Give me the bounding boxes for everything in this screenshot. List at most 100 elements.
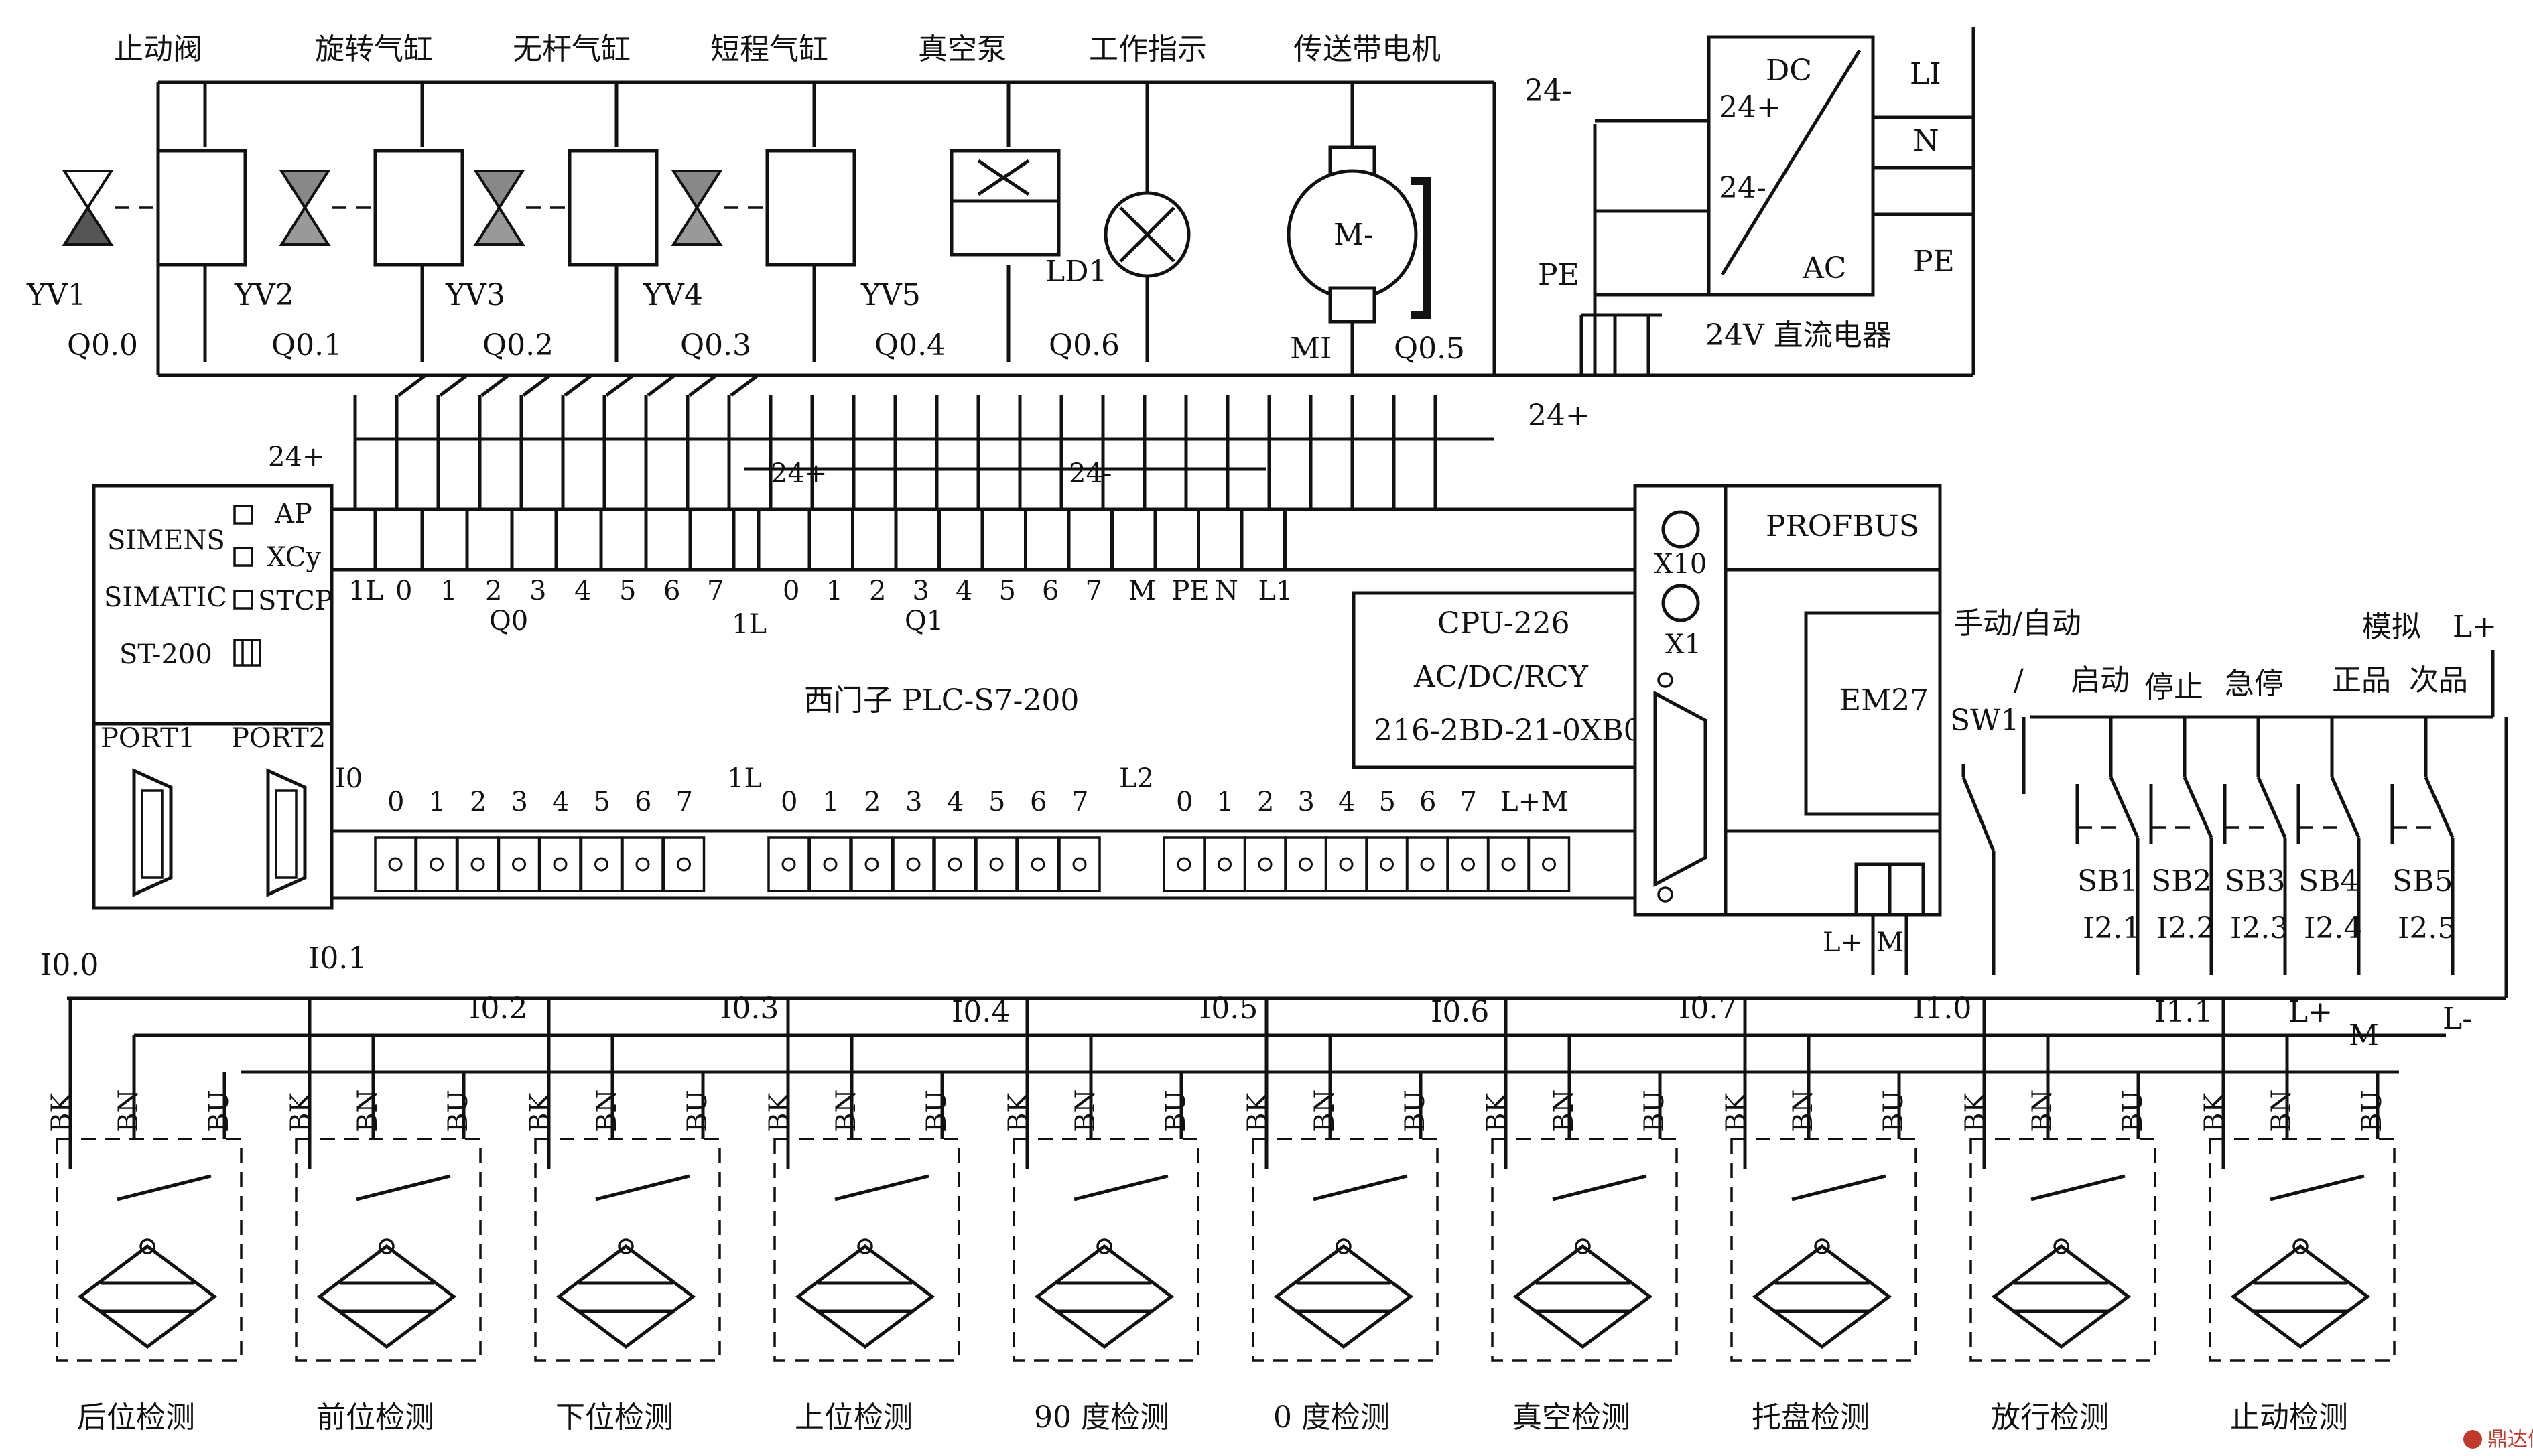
em-label: EM27: [1839, 683, 1929, 718]
i0-6-screw-terminal[interactable]: [621, 836, 664, 892]
profibus-dsub-icon[interactable]: [1653, 690, 1707, 888]
actuator-title-1: 旋转气缸: [315, 32, 433, 66]
actuator-tag-2: YV3: [445, 278, 505, 312]
i2-9-screw-terminal[interactable]: [1527, 836, 1571, 892]
sw1-toggle-icon[interactable]: [1961, 717, 2026, 975]
bot-term-a-6: 6: [635, 787, 651, 817]
pushbutton-sb3-icon[interactable]: [2223, 717, 2287, 975]
i2-3-screw-terminal[interactable]: [1284, 836, 1327, 892]
sb-tag-2: SB3: [2225, 864, 2285, 899]
bus-24n-mid: 24-: [1069, 458, 1112, 489]
i0-0-screw-terminal[interactable]: [374, 836, 417, 892]
wire-color-4-0: BK: [1003, 1092, 1034, 1132]
bot-term-a-7: 7: [676, 787, 693, 817]
actuator-output-3: Q0.3: [680, 328, 751, 362]
bot-l2-label: L2: [1119, 763, 1154, 794]
bot-term-b-5: 5: [988, 787, 1005, 817]
actuator-output-6: Q0.5: [1394, 332, 1465, 366]
sensor-label-7: 托盘检测: [1752, 1400, 1870, 1435]
sb-input-3: I2.4: [2304, 911, 2362, 945]
i2-7-screw-terminal[interactable]: [1446, 836, 1490, 892]
ps-24p-label: 24+: [1719, 90, 1781, 125]
i0-7-screw-terminal[interactable]: [662, 836, 706, 892]
bot-term-a-1: 1: [429, 787, 446, 817]
bus-24p-mid: 24+: [771, 458, 827, 489]
wire-color-9-1: BN: [2266, 1089, 2297, 1132]
proximity-sensor-6: [1491, 996, 1678, 1362]
i0-1-screw-terminal[interactable]: [415, 836, 458, 892]
wire-color-2-1: BN: [592, 1089, 623, 1132]
sensor-label-9: 止动检测: [2230, 1400, 2348, 1435]
ps-line-l: LI: [1910, 57, 1941, 91]
i1-6-screw-terminal[interactable]: [1017, 836, 1059, 892]
ps-ac-label: AC: [1802, 251, 1846, 285]
wire-color-1-0: BK: [285, 1092, 316, 1132]
i2-4-screw-terminal[interactable]: [1325, 836, 1368, 892]
i2-1-screw-terminal[interactable]: [1203, 836, 1246, 892]
sb-input-2: I2.3: [2230, 911, 2288, 945]
port2-label: PORT2: [231, 723, 326, 754]
top-term-a-3: 2: [485, 576, 502, 606]
bot-term-c-7: 7: [1460, 787, 1477, 817]
pushbutton-sb1-icon[interactable]: [2075, 717, 2140, 975]
i0-4-screw-terminal[interactable]: [539, 836, 582, 892]
sensor-label-6: 真空检测: [1512, 1400, 1630, 1435]
top-term-b-10: PE: [1172, 576, 1210, 606]
plc-model: 西门子 PLC-S7-200: [804, 683, 1079, 718]
proximity-sensor-3: [773, 996, 960, 1362]
sensor-label-3: 上位检测: [795, 1400, 913, 1435]
input-label-0: I0.0: [40, 948, 99, 982]
input-label-7: I0.7: [1679, 992, 1737, 1026]
i1-5-screw-terminal[interactable]: [975, 836, 1018, 892]
sb-tag-3: SB4: [2298, 864, 2359, 899]
i2-2-screw-terminal[interactable]: [1244, 836, 1287, 892]
i1-7-screw-terminal[interactable]: [1058, 836, 1101, 892]
lplus-label: L+: [2453, 610, 2497, 644]
i1-2-screw-terminal[interactable]: [850, 836, 893, 892]
i1-3-screw-terminal[interactable]: [892, 836, 935, 892]
i0-2-screw-terminal[interactable]: [456, 836, 499, 892]
led-ap-label: AP: [274, 499, 312, 529]
em-lplus: L+: [1823, 927, 1863, 958]
port2-connector-icon[interactable]: [266, 768, 307, 897]
ps-line-pe: PE: [1913, 245, 1955, 279]
actuator-output-1: Q0.1: [271, 328, 342, 362]
start-label: 启动: [2071, 663, 2130, 698]
input-label-2: I0.2: [469, 992, 527, 1026]
pe-left-label: PE: [1538, 258, 1579, 292]
bot-term-b-6: 6: [1030, 787, 1047, 817]
i2-5-screw-terminal[interactable]: [1365, 836, 1409, 892]
input-label-4: I0.4: [952, 995, 1010, 1029]
bus-lminus: L-: [2443, 1002, 2472, 1036]
mode-label: 手动/自动: [1953, 606, 2081, 641]
ps-title: 24V 直流电器: [1705, 318, 1892, 352]
i2-0-screw-terminal[interactable]: [1163, 836, 1206, 892]
i0-3-screw-terminal[interactable]: [497, 836, 541, 892]
sw1-label: SW1: [1950, 704, 2019, 738]
pushbutton-sb4-icon[interactable]: [2296, 717, 2361, 975]
led-xcy-icon: [233, 547, 253, 567]
watermark-logo: 鼎达信: [2463, 1428, 2533, 1451]
i1-0-screw-terminal[interactable]: [767, 836, 810, 892]
i0-5-screw-terminal[interactable]: [580, 836, 623, 892]
i1-1-screw-terminal[interactable]: [809, 836, 852, 892]
sb-input-1: I2.2: [2156, 911, 2215, 945]
cpu-supply: AC/DC/RCY: [1413, 660, 1589, 694]
i2-6-screw-terminal[interactable]: [1406, 836, 1449, 892]
solenoid-valve-icon: [62, 82, 247, 362]
wire-color-8-1: BN: [2027, 1089, 2058, 1132]
solenoid-valve-icon: [279, 82, 464, 362]
pushbutton-sb2-icon[interactable]: [2149, 717, 2213, 975]
mode-switch-icon: [233, 639, 261, 667]
top-term-a-0: 1L: [348, 576, 383, 606]
input-label-5: I0.5: [1199, 992, 1258, 1026]
led-xcy-label: XCy: [267, 542, 321, 573]
i1-4-screw-terminal[interactable]: [933, 836, 976, 892]
pushbutton-sb5-icon[interactable]: [2390, 717, 2455, 975]
top-term-b-2: 1: [826, 576, 843, 606]
bot-term-b-7: 7: [1071, 787, 1088, 817]
wire-color-7-0: BK: [1721, 1092, 1752, 1132]
q0-label: Q0: [489, 606, 528, 637]
i2-8-screw-terminal[interactable]: [1487, 836, 1530, 892]
actuator-title-6: 传送带电机: [1293, 32, 1441, 66]
